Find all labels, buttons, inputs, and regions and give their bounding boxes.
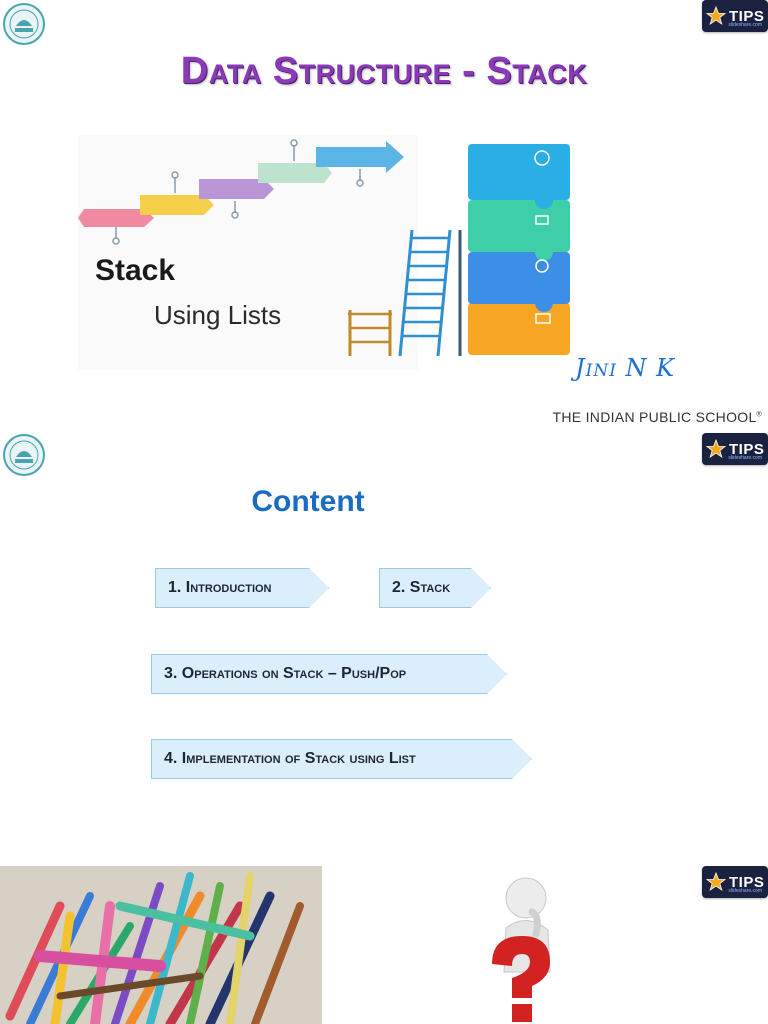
content-item-stack[interactable]: 2. Stack <box>379 568 491 608</box>
tips-logo-sub: slideshare.com <box>728 455 762 461</box>
content-item-label: 4. Implementation of Stack using List <box>164 750 416 767</box>
puzzle-stack-icon <box>468 144 570 355</box>
tips-logo: TIPS slideshare.com <box>702 433 768 465</box>
content-item-label: 1. Introduction <box>168 579 272 596</box>
registered-mark: ® <box>756 411 762 419</box>
school-seal-icon <box>3 3 45 45</box>
content-item-operations[interactable]: 3. Operations on Stack – Push/Pop <box>151 654 507 694</box>
hero-subheading: Using Lists <box>154 300 282 330</box>
tips-logo-text: TIPS <box>729 873 765 891</box>
tips-logo: TIPS slideshare.com <box>702 0 768 32</box>
staircase-arrows-illustration <box>78 135 418 370</box>
content-item-implementation[interactable]: 4. Implementation of Stack using List <box>151 739 532 779</box>
author-name: Jini N K <box>575 354 676 382</box>
school-name: THE INDIAN PUBLIC SCHOOL® <box>553 409 762 425</box>
content-title: Content <box>251 485 365 518</box>
small-ladder-icon <box>348 310 392 356</box>
puzzle-ladder-illustration <box>348 144 570 357</box>
star-icon <box>706 6 726 25</box>
tips-logo-text: TIPS <box>729 7 765 25</box>
hero-heading: Stack <box>95 254 176 287</box>
tips-logo-sub: slideshare.com <box>728 888 762 894</box>
content-item-label: 3. Operations on Stack – Push/Pop <box>164 665 407 682</box>
slide-title: Data Structure - Stack <box>180 50 588 92</box>
content-slide: TIPS slideshare.com Content 1. Introduct… <box>0 429 768 866</box>
thinking-person-question-icon <box>492 877 551 1022</box>
content-item-label: 2. Stack <box>392 579 451 596</box>
star-icon <box>706 872 726 891</box>
tips-logo-text: TIPS <box>729 440 765 458</box>
tips-logo-sub: slideshare.com <box>728 22 762 28</box>
school-seal-icon <box>3 434 45 476</box>
school-name-text: THE INDIAN PUBLIC SCHOOL <box>552 409 757 425</box>
colored-pencils-photo <box>0 866 322 1024</box>
title-slide: TIPS slideshare.com Data Structure - Sta… <box>0 0 768 429</box>
tall-ladder-icon <box>398 229 462 357</box>
star-icon <box>706 439 726 458</box>
tips-logo: TIPS slideshare.com <box>702 866 768 898</box>
content-item-introduction[interactable]: 1. Introduction <box>155 568 329 608</box>
image-slide: TIPS slideshare.com <box>0 866 768 1024</box>
